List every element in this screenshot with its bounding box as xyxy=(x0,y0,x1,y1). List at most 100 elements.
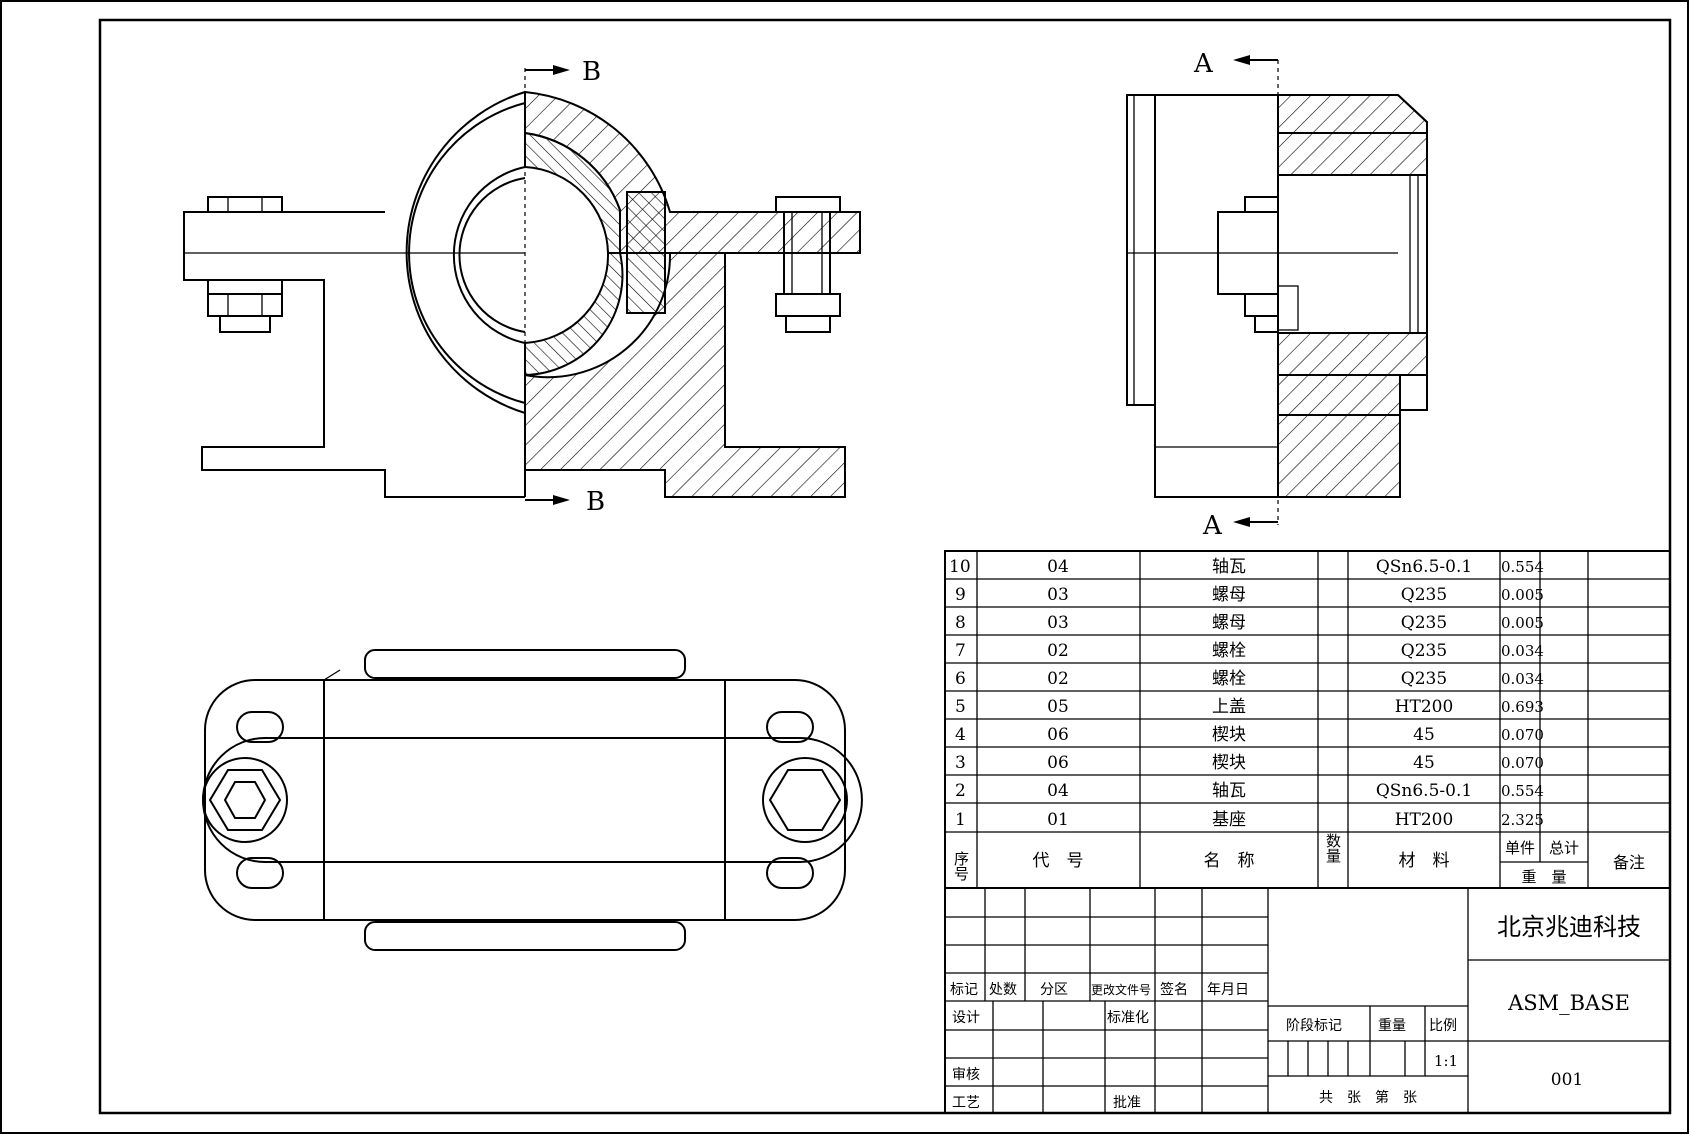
svg-text:Q235: Q235 xyxy=(1401,613,1447,633)
label-mark: 标记 xyxy=(950,982,978,998)
label-date: 年月日 xyxy=(1207,982,1249,998)
svg-text:Q235: Q235 xyxy=(1401,669,1447,689)
svg-text:备注: 备注 xyxy=(1613,853,1645,872)
svg-text:螺栓: 螺栓 xyxy=(1212,641,1246,661)
svg-text:05: 05 xyxy=(1047,697,1069,717)
svg-text:1: 1 xyxy=(955,810,966,830)
section-b-bottom-label: B xyxy=(586,487,605,517)
svg-text:2.325: 2.325 xyxy=(1501,811,1544,829)
svg-text:04: 04 xyxy=(1047,781,1069,801)
svg-text:HT200: HT200 xyxy=(1395,697,1454,717)
bom-row: 6 02 螺栓 Q235 0.034 xyxy=(955,669,1544,689)
svg-text:代 号: 代 号 xyxy=(1033,851,1084,871)
svg-text:0.070: 0.070 xyxy=(1501,754,1544,772)
svg-text:名 称: 名 称 xyxy=(1204,851,1255,871)
svg-text:上盖: 上盖 xyxy=(1212,697,1246,717)
bom-row: 4 06 楔块 45 0.070 xyxy=(955,725,1544,745)
label-approve: 批准 xyxy=(1113,1095,1141,1111)
label-sheets: 共 张 第 张 xyxy=(1319,1089,1417,1106)
bom-row: 2 04 轴瓦 QSn6.5-0.1 0.554 xyxy=(955,781,1544,801)
svg-text:6: 6 xyxy=(955,669,966,689)
svg-text:数量: 数量 xyxy=(1324,833,1342,863)
label-review: 审核 xyxy=(952,1067,980,1083)
side-view: A A xyxy=(1126,49,1428,541)
svg-text:0.034: 0.034 xyxy=(1501,670,1544,688)
svg-text:材 料: 材 料 xyxy=(1399,851,1450,871)
label-design: 设计 xyxy=(952,1010,980,1026)
label-standardize: 标准化 xyxy=(1107,1010,1149,1026)
front-view: B B xyxy=(183,57,861,517)
svg-text:02: 02 xyxy=(1047,669,1069,689)
label-count: 处数 xyxy=(989,982,1017,998)
company-name: 北京兆迪科技 xyxy=(1497,913,1641,941)
svg-text:Q235: Q235 xyxy=(1401,641,1447,661)
bom-row: 5 05 上盖 HT200 0.693 xyxy=(955,697,1544,717)
svg-text:楔块: 楔块 xyxy=(1212,725,1246,745)
svg-text:QSn6.5-0.1: QSn6.5-0.1 xyxy=(1376,557,1472,577)
svg-text:序号: 序号 xyxy=(952,851,970,882)
svg-text:45: 45 xyxy=(1413,725,1435,745)
svg-text:QSn6.5-0.1: QSn6.5-0.1 xyxy=(1376,781,1472,801)
label-scale: 比例 xyxy=(1429,1018,1457,1034)
drawing-name: ASM_BASE xyxy=(1507,991,1630,1015)
svg-text:03: 03 xyxy=(1047,613,1069,633)
bom-row: 1 01 基座 HT200 2.325 xyxy=(955,810,1544,830)
drawing-number: 001 xyxy=(1551,1070,1583,1090)
bom-table: 10 04 轴瓦 QSn6.5-0.1 0.554 9 03 螺母 Q235 0… xyxy=(944,550,1671,889)
svg-text:轴瓦: 轴瓦 xyxy=(1212,557,1246,577)
svg-text:10: 10 xyxy=(949,557,971,577)
svg-text:轴瓦: 轴瓦 xyxy=(1212,781,1246,801)
svg-text:04: 04 xyxy=(1047,557,1069,577)
svg-text:2: 2 xyxy=(955,781,966,801)
bom-row: 10 04 轴瓦 QSn6.5-0.1 0.554 xyxy=(949,557,1544,577)
svg-text:总计: 总计 xyxy=(1549,839,1579,857)
label-change-doc: 更改文件号 xyxy=(1091,982,1151,997)
svg-text:4: 4 xyxy=(955,725,966,745)
svg-text:8: 8 xyxy=(955,613,966,633)
svg-text:0.005: 0.005 xyxy=(1501,586,1544,604)
svg-text:0.554: 0.554 xyxy=(1501,782,1544,800)
svg-text:3: 3 xyxy=(955,753,966,773)
svg-text:5: 5 xyxy=(955,697,966,717)
svg-text:06: 06 xyxy=(1047,725,1069,745)
svg-text:01: 01 xyxy=(1047,810,1069,830)
bom-row: 9 03 螺母 Q235 0.005 xyxy=(955,585,1544,605)
svg-text:7: 7 xyxy=(955,641,966,661)
label-weight: 重量 xyxy=(1378,1018,1406,1034)
svg-text:03: 03 xyxy=(1047,585,1069,605)
svg-text:螺母: 螺母 xyxy=(1212,613,1246,633)
bom-row: 3 06 楔块 45 0.070 xyxy=(955,753,1544,773)
svg-text:0.005: 0.005 xyxy=(1501,614,1544,632)
svg-text:0.034: 0.034 xyxy=(1501,642,1544,660)
svg-text:0.070: 0.070 xyxy=(1501,726,1544,744)
svg-text:45: 45 xyxy=(1413,753,1435,773)
label-zone: 分区 xyxy=(1040,982,1068,998)
svg-text:HT200: HT200 xyxy=(1395,810,1454,830)
svg-text:楔块: 楔块 xyxy=(1212,753,1246,773)
bom-row: 7 02 螺栓 Q235 0.034 xyxy=(955,641,1544,661)
svg-text:06: 06 xyxy=(1047,753,1069,773)
label-stage-mark: 阶段标记 xyxy=(1286,1018,1342,1034)
svg-text:重 量: 重 量 xyxy=(1521,868,1566,886)
section-a-bottom-label: A xyxy=(1202,511,1223,541)
top-view xyxy=(202,649,863,951)
svg-text:0.693: 0.693 xyxy=(1501,698,1544,716)
section-b-top-label: B xyxy=(582,57,601,87)
bom-header: 序号 代 号 名 称 数量 材 料 单件 总计 重 量 备注 xyxy=(952,833,1645,886)
svg-text:基座: 基座 xyxy=(1212,810,1246,830)
svg-text:螺栓: 螺栓 xyxy=(1212,669,1246,689)
svg-text:螺母: 螺母 xyxy=(1212,585,1246,605)
label-signature: 签名 xyxy=(1160,981,1188,998)
svg-text:单件: 单件 xyxy=(1505,839,1535,857)
section-a-top-label: A xyxy=(1193,49,1214,79)
svg-text:9: 9 xyxy=(955,585,966,605)
svg-text:Q235: Q235 xyxy=(1401,585,1447,605)
bom-row: 8 03 螺母 Q235 0.005 xyxy=(955,613,1544,633)
svg-text:02: 02 xyxy=(1047,641,1069,661)
svg-text:0.554: 0.554 xyxy=(1501,558,1544,576)
label-process: 工艺 xyxy=(952,1095,980,1111)
scale-value: 1:1 xyxy=(1434,1052,1458,1070)
title-block: 标记 处数 分区 更改文件号 签名 年月日 设计 标准化 审核 工艺 批准 阶段… xyxy=(944,887,1671,1114)
